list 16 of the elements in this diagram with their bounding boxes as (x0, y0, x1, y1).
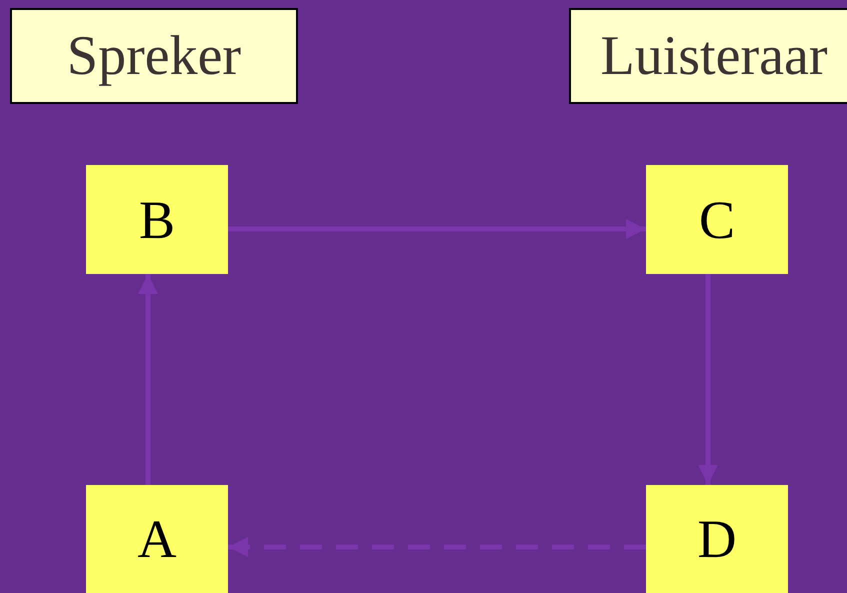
step-letter: C (698, 192, 736, 246)
role-label: Spreker (66, 28, 242, 84)
arrow (138, 274, 158, 485)
step-letter: D (698, 512, 736, 566)
role-label-box (10, 8, 298, 104)
arrow (228, 537, 646, 557)
role-label: Luisteraar (600, 28, 828, 84)
step-box (646, 485, 788, 593)
step-box (86, 485, 228, 593)
arrow (698, 274, 718, 485)
step-letter: B (138, 192, 176, 246)
step-letter: A (138, 512, 176, 566)
arrow (228, 219, 646, 239)
step-box (86, 165, 228, 274)
step-box (646, 165, 788, 274)
role-label-box (569, 8, 847, 104)
